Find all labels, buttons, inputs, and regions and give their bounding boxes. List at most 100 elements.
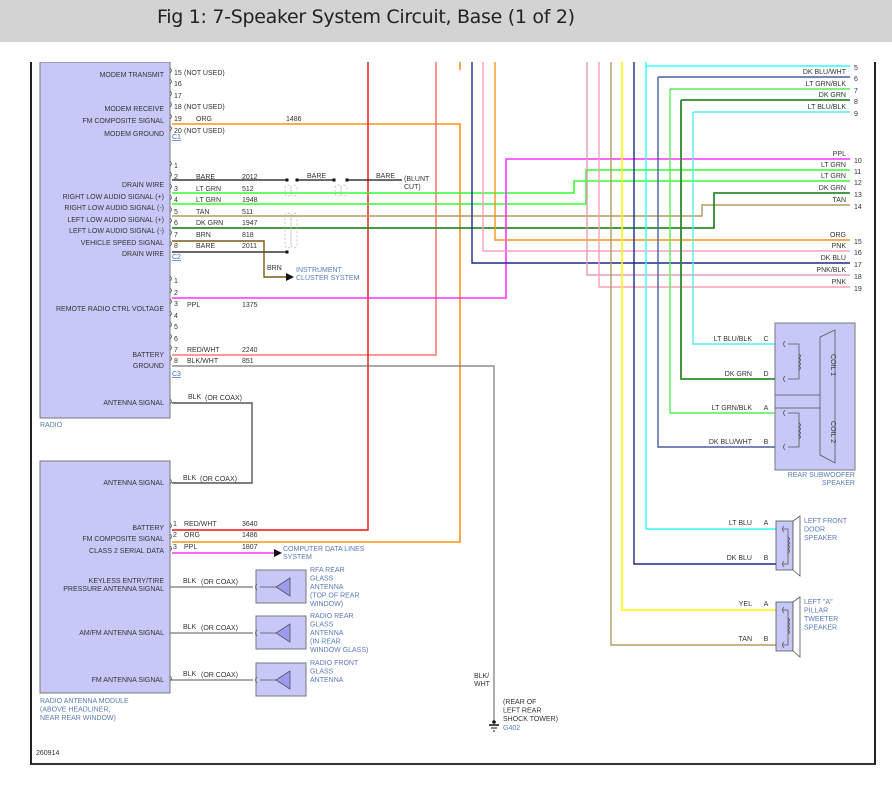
antenna-name: (TOP OF REAR — [310, 593, 360, 600]
wire-color-label: LT GRN — [196, 197, 221, 204]
wire-color-label: BLK — [188, 394, 202, 401]
subwoofer-label: REAR SUBWOOFER — [788, 472, 855, 479]
signal-label: BATTERY — [132, 352, 164, 359]
wire-color-label: ORG — [196, 116, 212, 123]
signal-label: ANTENNA SIGNAL — [103, 400, 164, 407]
connector-bracket — [783, 340, 786, 348]
diagram-id: 260914 — [36, 750, 59, 757]
sub-pin-label: B — [764, 439, 769, 446]
wire-color-label: RED/WHT — [184, 521, 217, 528]
coax-note: (OR COAX) — [201, 672, 238, 679]
twisted-pair-shield — [290, 212, 298, 249]
connector-bracket — [169, 333, 172, 340]
sub-wire-label: DK BLU/WHT — [709, 439, 753, 446]
left-a-pillar-pin-label: B — [764, 636, 769, 643]
connector-bracket — [255, 676, 258, 684]
sub-pin-label: A — [764, 405, 769, 412]
pin-number: 6 — [174, 220, 178, 227]
circuit-number: 2012 — [242, 174, 258, 181]
pin-number: 2 — [173, 532, 177, 539]
splice-dot — [285, 178, 289, 182]
signal-label: GROUND — [133, 363, 164, 370]
bare-label: BARE — [376, 173, 395, 180]
wire-tweeter-a — [621, 62, 784, 611]
ground-icon — [492, 720, 496, 724]
subwoofer-label: SPEAKER — [822, 480, 855, 487]
right-wire-label: PNK/BLK — [816, 267, 846, 274]
pin-number: 3 — [173, 544, 177, 551]
coax-note: (OR COAX) — [201, 625, 238, 632]
pin-number: 4 — [174, 197, 178, 204]
right-wire-label: PNK — [832, 243, 847, 250]
left-front-door-speaker — [775, 520, 794, 571]
connector-c1: C1 — [172, 134, 181, 141]
connector-bracket — [169, 67, 172, 74]
wire-color-label: RED/WHT — [187, 347, 220, 354]
connector-bracket — [169, 125, 172, 132]
circuit-number: 818 — [242, 232, 254, 239]
antenna-name: (IN REAR — [310, 639, 341, 646]
right-wire-label: PNK — [832, 279, 847, 286]
antenna-name: RFA REAR — [310, 567, 345, 574]
wires-layer — [170, 62, 850, 722]
pin-number: 1 — [173, 521, 177, 528]
pin-number: 1 — [174, 163, 178, 170]
antenna-icon — [275, 670, 291, 690]
connector-bracket — [169, 217, 172, 224]
antenna-name: ANTENNA — [310, 584, 344, 591]
pin-number: 2 — [174, 174, 178, 181]
connector-bracket — [169, 344, 172, 351]
sub-wire-label: LT GRN/BLK — [712, 405, 753, 412]
right-wire-label: TAN — [833, 197, 846, 204]
left-a-pillar-wire-label: TAN — [739, 636, 752, 643]
antenna-module-label: NEAR REAR WINDOW) — [40, 715, 116, 722]
ground-wire-label: BLK/ — [474, 673, 489, 680]
coil1-label: COIL 1 — [829, 354, 836, 376]
wire-color-label: BLK — [183, 624, 197, 631]
twisted-pair-shield — [340, 184, 348, 197]
pin-number: 8 — [174, 243, 178, 250]
signal-label: MODEM RECEIVE — [104, 106, 164, 113]
wire-fm-composite — [172, 123, 461, 543]
pin-number: 8 — [174, 358, 178, 365]
subwoofer-speaker — [774, 322, 856, 471]
twisted-pair-shield — [334, 184, 342, 197]
right-wire-label: ORG — [830, 232, 846, 239]
antenna-name: WINDOW GLASS) — [310, 647, 368, 654]
computer-data-label: SYSTEM — [283, 554, 312, 561]
left-front-door-label: SPEAKER — [804, 535, 837, 542]
circuit-number: 1807 — [242, 544, 258, 551]
antenna-name: GLASS — [310, 622, 334, 629]
wire-color-label: BLK/WHT — [187, 358, 219, 365]
wire-right-low-plus — [172, 180, 850, 194]
connector-c3: C3 — [172, 371, 181, 378]
left-a-pillar-pin-label: A — [764, 601, 769, 608]
right-pin-number: 6 — [854, 76, 858, 83]
arrow-icon — [274, 549, 282, 557]
ground-id: G402 — [503, 725, 520, 732]
sub-pin-label: C — [763, 336, 768, 343]
splice-dot — [285, 250, 289, 254]
connector-bracket — [169, 229, 172, 236]
connector-bracket — [169, 183, 172, 190]
signal-label: DRAIN WIRE — [122, 182, 164, 189]
connector-bracket — [255, 629, 258, 637]
connector-bracket — [169, 533, 172, 540]
connector-bracket — [782, 606, 785, 614]
glass-antenna — [255, 662, 307, 697]
signal-label: MODEM TRANSMIT — [100, 72, 165, 79]
coax-note: (OR COAX) — [205, 395, 242, 402]
connector-bracket — [782, 641, 785, 649]
wire-battery-antenna-module — [172, 62, 369, 531]
wire-color-label: ORG — [184, 532, 200, 539]
signal-label: DRAIN WIRE — [122, 251, 164, 258]
wire-dk-blu-17 — [471, 62, 850, 264]
right-wire-label: DK GRN — [819, 92, 846, 99]
wire-color-label: BRN — [196, 232, 211, 239]
ground-location: LEFT REAR — [503, 708, 541, 715]
antenna-name: RADIO FRONT — [310, 660, 359, 667]
coax-note: (OR COAX) — [201, 579, 238, 586]
twisted-pair-shield — [284, 212, 292, 249]
antenna-name: WINDOW) — [310, 601, 343, 608]
signal-label: RIGHT LOW AUDIO SIGNAL (+) — [63, 194, 164, 201]
